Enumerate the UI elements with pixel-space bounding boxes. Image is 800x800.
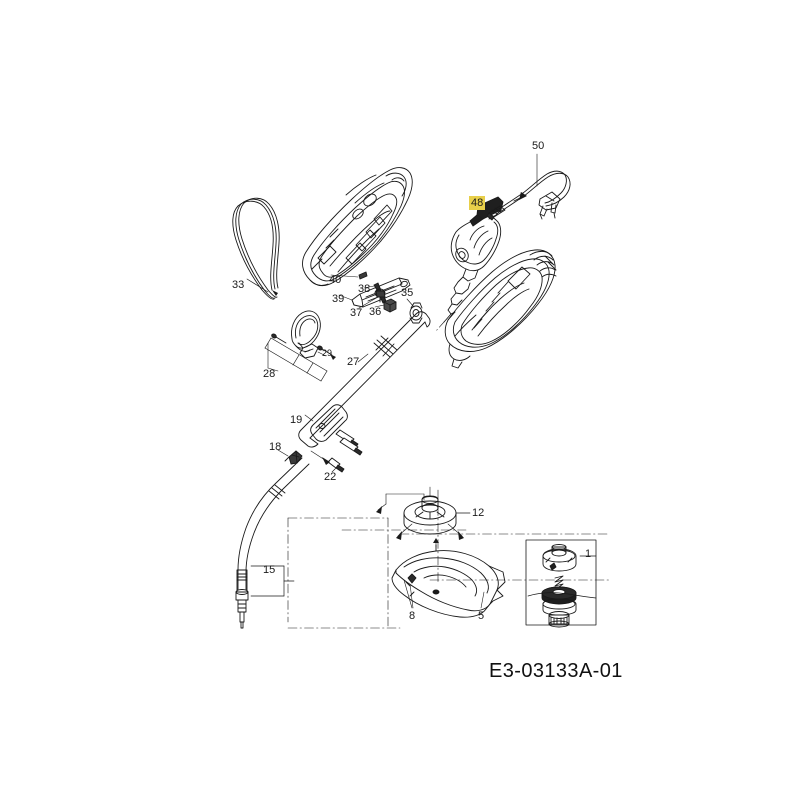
callout-label-19: 19 bbox=[290, 414, 303, 426]
callout-label-37: 37 bbox=[350, 307, 363, 319]
part-40-pin bbox=[330, 271, 368, 280]
callout-label-27: 27 bbox=[347, 356, 360, 368]
callout-label-50: 50 bbox=[532, 140, 545, 152]
callout-label-12: 12 bbox=[472, 507, 485, 519]
part-shoulder-strap bbox=[232, 197, 280, 300]
callout-label-39: 39 bbox=[332, 293, 345, 305]
callout-label-48: 48 bbox=[469, 196, 486, 210]
part-19-shaft-collar bbox=[304, 404, 363, 456]
callout-label-5: 5 bbox=[478, 610, 485, 622]
part-motor-handle-housing bbox=[444, 249, 557, 369]
callout-label-8: 8 bbox=[409, 610, 416, 622]
part-12-drive-cup bbox=[376, 486, 471, 540]
guard-screw-arrows bbox=[433, 538, 439, 548]
part-22-screw bbox=[310, 450, 345, 473]
part-28-loop-handle bbox=[264, 310, 336, 382]
callout-label-40: 40 bbox=[329, 274, 342, 286]
part-upper-handle-housing bbox=[302, 167, 413, 287]
callout-label-38: 38 bbox=[358, 283, 371, 295]
callout-label-33: 33 bbox=[232, 279, 245, 291]
part-27-upper-shaft bbox=[298, 311, 431, 448]
callout-label-15: 15 bbox=[263, 564, 276, 576]
callout-label-36: 36 bbox=[369, 306, 382, 318]
callout-label-29: 29 bbox=[322, 348, 333, 358]
callout-label-18: 18 bbox=[269, 441, 282, 453]
part-48-switch-assembly bbox=[435, 196, 504, 332]
drawing-code: E3-03133A-01 bbox=[489, 660, 623, 682]
part-35-cable-gland bbox=[406, 298, 423, 324]
callout-label-35: 35 bbox=[401, 287, 414, 299]
callout-label-28: 28 bbox=[263, 368, 276, 380]
part-1-spool-assembly-box bbox=[525, 539, 597, 628]
part-37-bolt bbox=[358, 288, 386, 309]
part-5-guard-shield bbox=[391, 544, 506, 618]
part-36-nut bbox=[374, 298, 397, 313]
callout-label-1: 1 bbox=[585, 548, 592, 560]
part-50-power-cord bbox=[486, 153, 571, 221]
callout-label-22: 22 bbox=[324, 471, 337, 483]
part-15-lower-shaft bbox=[235, 457, 310, 629]
part-18-clamp-knob bbox=[277, 449, 303, 465]
part-39-switch-lever bbox=[338, 277, 411, 308]
